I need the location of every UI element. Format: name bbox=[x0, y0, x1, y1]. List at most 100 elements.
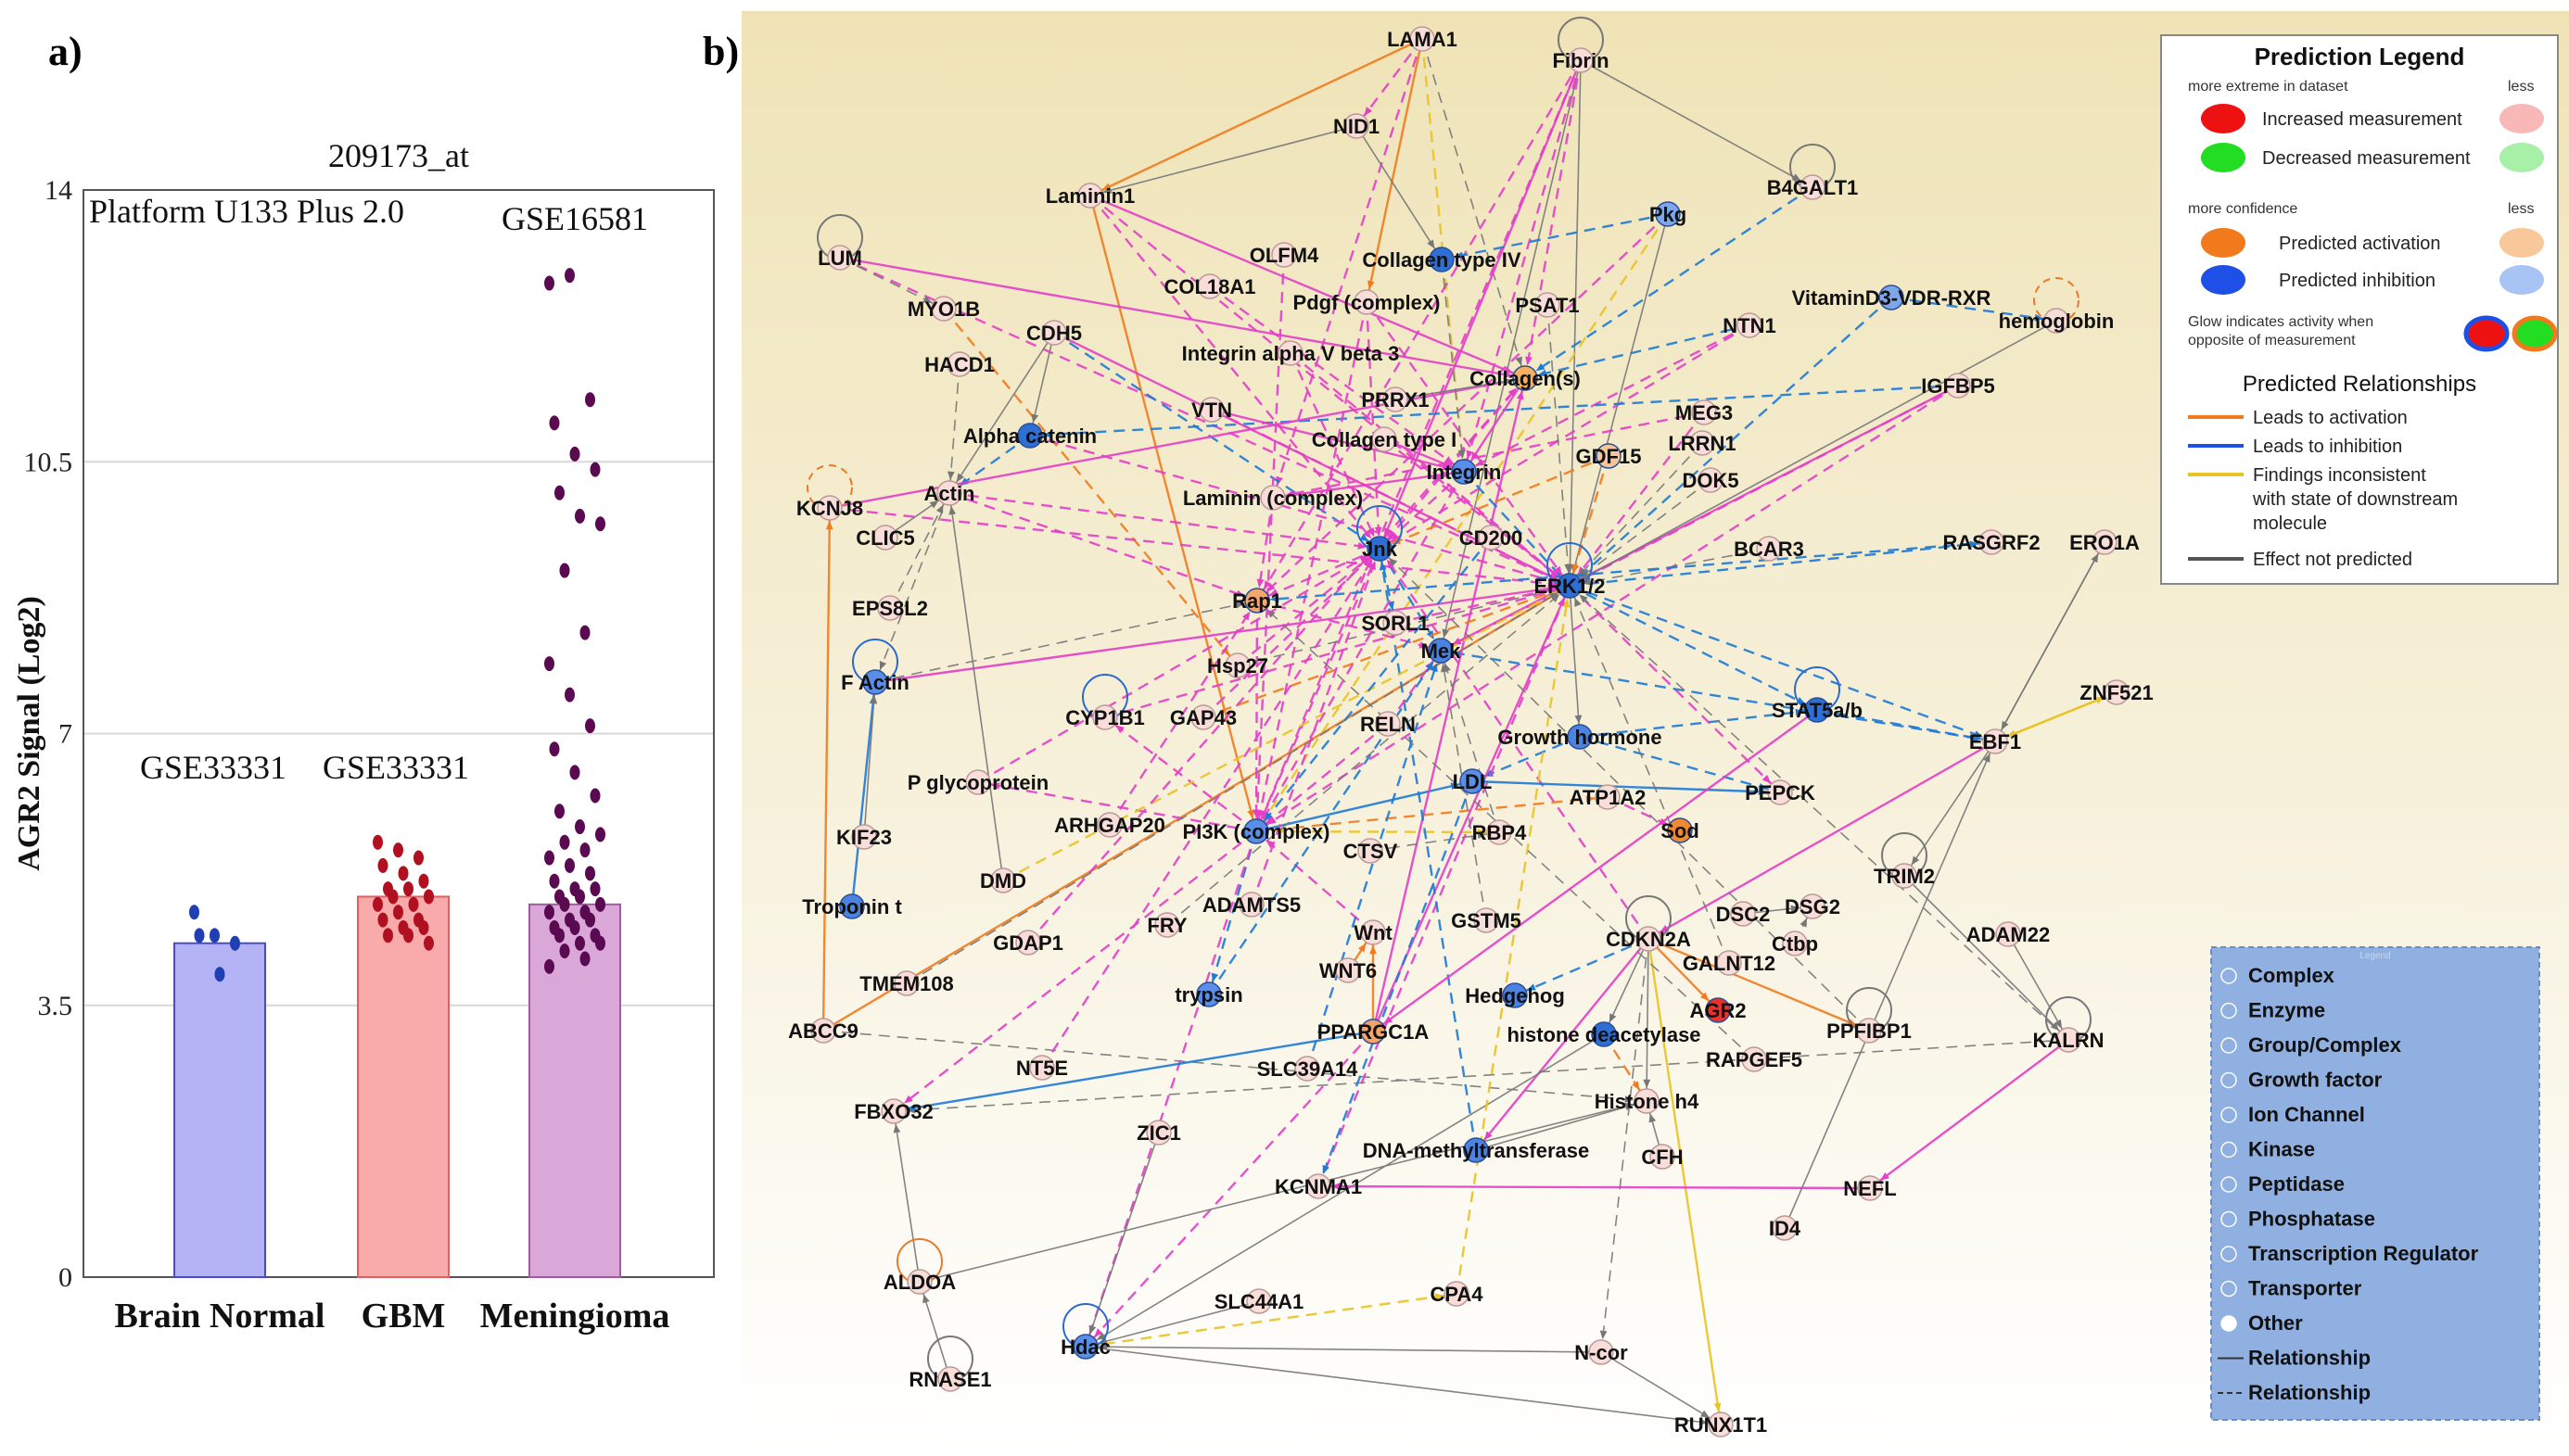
relationship-edge bbox=[1569, 479, 1711, 587]
node-label: N-cor bbox=[1574, 1341, 1628, 1364]
legend-text: less bbox=[2508, 79, 2534, 95]
node-label: SLC39A14 bbox=[1257, 1057, 1359, 1081]
relationship-edge bbox=[1254, 301, 1368, 832]
legend-text: opposite of measurement bbox=[2188, 333, 2356, 348]
relationship-edge bbox=[1379, 377, 1526, 550]
legend-text: Glow indicates activity when bbox=[2188, 314, 2373, 330]
edge-arrowhead bbox=[1758, 788, 1768, 796]
edge-arrowhead bbox=[1442, 628, 1450, 639]
network-node: LDL bbox=[1453, 768, 1492, 794]
edge-arrowhead bbox=[1454, 251, 1464, 260]
relationship-edge bbox=[893, 1110, 921, 1283]
relationship-edge bbox=[1202, 584, 1571, 719]
node-shape bbox=[1271, 242, 1297, 268]
edge-arrowhead bbox=[1547, 579, 1558, 588]
network-node: ADAM22 bbox=[1966, 921, 2050, 947]
data-point bbox=[403, 881, 413, 897]
relationship-edge bbox=[948, 491, 1380, 551]
node-shape bbox=[1596, 443, 1622, 469]
node-label: KIF23 bbox=[836, 826, 892, 849]
node-label: FRY bbox=[1147, 914, 1188, 937]
relationship-edge bbox=[919, 1100, 1647, 1283]
relationship-edge bbox=[1372, 709, 1818, 1032]
edge-arrowhead bbox=[1790, 905, 1800, 913]
node-label: Sod bbox=[1660, 819, 1699, 842]
shape-legend-icon bbox=[2220, 1002, 2237, 1019]
data-point bbox=[189, 905, 199, 920]
shape-legend-item: Transcription Regulator bbox=[2248, 1242, 2479, 1265]
node-shape bbox=[1246, 1288, 1272, 1314]
relationship-edge bbox=[1455, 585, 1571, 1295]
network-node: DSG2 bbox=[1785, 893, 1840, 919]
network-node: KCNMA1 bbox=[1275, 1173, 1362, 1199]
node-shape bbox=[1595, 784, 1621, 810]
glow-swatch-green bbox=[2512, 315, 2558, 352]
edge-arrowhead bbox=[1713, 1402, 1722, 1412]
edge-arrowhead bbox=[1357, 542, 1367, 550]
relationship-edge bbox=[1027, 377, 1526, 943]
data-point bbox=[585, 392, 595, 408]
relationship-edge bbox=[1569, 540, 1992, 588]
node-label: Jnk bbox=[1362, 538, 1398, 561]
network-node: ZIC1 bbox=[1137, 1120, 1181, 1146]
node-label: AGR2 bbox=[1689, 999, 1746, 1022]
data-point bbox=[214, 967, 225, 982]
node-label: KALRN bbox=[2033, 1029, 2105, 1052]
relationship-edge bbox=[1378, 59, 1583, 550]
data-point bbox=[590, 788, 601, 804]
network-node: BCAR3 bbox=[1734, 536, 1804, 562]
edge-arrowhead bbox=[1983, 753, 1990, 763]
node-label: TMEM108 bbox=[859, 972, 953, 995]
relationship-edge bbox=[850, 681, 877, 907]
relationship-edge bbox=[1271, 38, 1424, 499]
network-node: CTSV bbox=[1343, 838, 1398, 864]
network-node: Pdgf (complex) bbox=[1293, 289, 1440, 315]
network-node: PPARGC1A bbox=[1317, 1019, 1429, 1045]
node-shape bbox=[1375, 711, 1401, 737]
node-shape bbox=[1278, 340, 1304, 366]
node-label: F Actin bbox=[841, 671, 909, 694]
node-shape bbox=[1891, 863, 1917, 889]
edge-arrowhead bbox=[1558, 597, 1565, 607]
relationship-edge bbox=[1647, 937, 1870, 1032]
node-label: ADAM22 bbox=[1966, 923, 2050, 946]
relationship-edge bbox=[1420, 38, 1466, 473]
data-point bbox=[544, 958, 554, 974]
shape-legend-icon bbox=[2220, 1210, 2237, 1228]
node-shape bbox=[1077, 183, 1103, 209]
node-shape bbox=[1239, 892, 1265, 918]
relationship-edge bbox=[821, 507, 832, 1032]
node-label: ALDOA bbox=[884, 1271, 956, 1294]
relationship-edge bbox=[1441, 259, 1465, 473]
network-node: OLFM4 bbox=[1250, 242, 1319, 268]
network-node: MYO1B bbox=[908, 296, 980, 322]
relationship-edge bbox=[1089, 194, 1526, 380]
relationship-edge bbox=[893, 830, 1257, 1112]
data-point bbox=[579, 951, 591, 967]
network-node: Rap1 bbox=[1232, 588, 1282, 614]
edge-arrowhead bbox=[922, 1294, 930, 1304]
relationship-edge bbox=[1569, 585, 1781, 793]
panel-b-label: b) bbox=[703, 29, 740, 74]
edge-arrowhead bbox=[1253, 809, 1262, 819]
edge-arrowhead bbox=[1322, 1164, 1329, 1174]
edge-arrowhead bbox=[1358, 555, 1368, 563]
node-shape bbox=[1429, 247, 1455, 272]
network-node: CLIC5 bbox=[856, 525, 915, 551]
network-node: RNASE1 bbox=[909, 1366, 992, 1392]
node-label: ATP1A2 bbox=[1570, 786, 1647, 809]
shape-legend-icon bbox=[2220, 1107, 2237, 1123]
shape-legend-icon bbox=[2220, 1176, 2237, 1193]
node-shape bbox=[1698, 467, 1723, 493]
data-point bbox=[585, 912, 595, 928]
network-node: SORL1 bbox=[1361, 610, 1430, 636]
node-label: TRIM2 bbox=[1874, 865, 1935, 888]
data-point bbox=[383, 928, 393, 943]
node-shape bbox=[1512, 365, 1538, 391]
edge-arrowhead bbox=[2001, 720, 2009, 730]
node-shape bbox=[872, 525, 898, 551]
network-node: PI3K (complex) bbox=[1183, 818, 1329, 844]
node-label: P glycoprotein bbox=[908, 771, 1049, 794]
relationship-edge bbox=[1255, 795, 1609, 833]
shape-legend-icon bbox=[2220, 1037, 2237, 1054]
